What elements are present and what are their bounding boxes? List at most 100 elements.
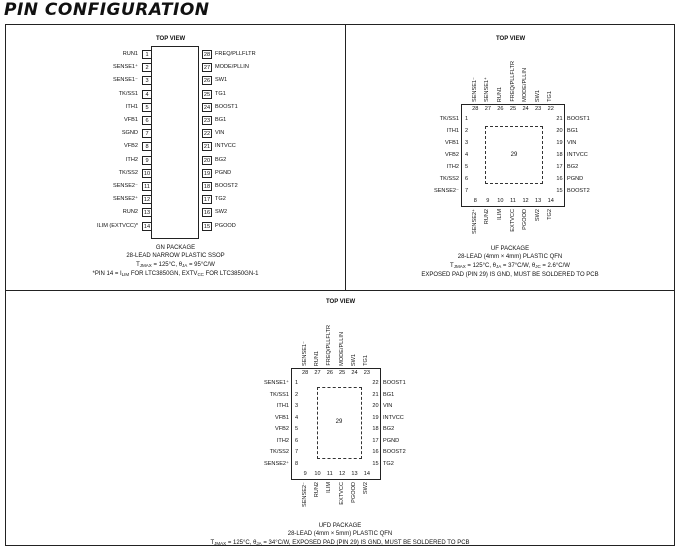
ufd-exposed-pad bbox=[317, 387, 362, 459]
ssop-pin-label: ITH1 bbox=[125, 103, 138, 110]
uf-caption-note: EXPOSED PAD (PIN 29) IS GND, MUST BE SOL… bbox=[421, 272, 599, 278]
uf-pin-number: 8 bbox=[473, 198, 477, 204]
ssop-pin-label: SW1 bbox=[215, 77, 228, 84]
ufd-pin-label: VIN bbox=[383, 403, 393, 410]
ssop-pin-label: ILIM (EXTVCC)* bbox=[96, 222, 138, 229]
ufd-pin-label: ITH1 bbox=[276, 403, 289, 410]
uf-pin-label: SENSE1⁻ bbox=[471, 76, 478, 102]
uf-pin-label: PGND bbox=[567, 175, 584, 182]
ufd-pin-label: RUN2 bbox=[314, 482, 320, 498]
uf-pin-label: TK/SS1 bbox=[439, 116, 459, 123]
ufd-pin-label: SENSE2⁻ bbox=[301, 482, 308, 508]
uf-pin-label: INTVCC bbox=[567, 152, 588, 158]
uf-pin-number: 12 bbox=[522, 198, 529, 204]
ssop-pin-label: MODE/PLLIN bbox=[215, 64, 249, 71]
ssop-pin-label: RUN1 bbox=[122, 51, 138, 57]
ssop-pin-label: TK/SS2 bbox=[118, 169, 138, 176]
ssop-pin-label: PGND bbox=[215, 169, 232, 176]
uf-pin-number: 3 bbox=[464, 140, 469, 147]
uf-exposed-pad bbox=[485, 126, 543, 184]
ufd-pin-label: BG1 bbox=[383, 391, 395, 398]
uf-pin-number: 1 bbox=[464, 116, 469, 123]
ufd-pin-number: 20 bbox=[372, 403, 379, 410]
ufd-pin-number: 28 bbox=[302, 370, 309, 376]
ssop-pin-number: 19 bbox=[202, 168, 212, 178]
uf-pin-number: 13 bbox=[535, 198, 542, 204]
ufd-pin-number: 24 bbox=[351, 370, 358, 376]
ufd-pin-label: SW1 bbox=[351, 353, 357, 366]
ufd-pin-number: 11 bbox=[326, 471, 333, 477]
uf-pin-number: 19 bbox=[556, 140, 563, 147]
uf-pin-label: SW1 bbox=[534, 89, 541, 102]
ufd-pin-number: 16 bbox=[372, 449, 379, 456]
ufd-pin-label: VFB1 bbox=[275, 414, 289, 421]
uf-pin-label: VFB2 bbox=[445, 152, 459, 158]
ufd-package-body bbox=[291, 368, 381, 480]
ssop-pin-label: BG1 bbox=[215, 117, 227, 123]
ufd-pin-label: TK/SS1 bbox=[269, 391, 289, 398]
uf-pin-label: BG1 bbox=[567, 128, 579, 135]
ssop-pin-label: TG1 bbox=[215, 90, 226, 97]
ufd-pin-label: SENSE1⁻ bbox=[301, 340, 308, 366]
ufd-pin-number: 3 bbox=[294, 403, 299, 410]
ssop-pin-number: 15 bbox=[202, 221, 212, 231]
uf-pin-number: 17 bbox=[556, 163, 563, 170]
uf-pin-number: 9 bbox=[486, 198, 490, 204]
uf-pin-number: 21 bbox=[556, 116, 563, 123]
ssop-pin-number: 21 bbox=[202, 142, 212, 152]
ufd-pin-number: 10 bbox=[314, 471, 321, 477]
ssop-package-body bbox=[151, 46, 199, 239]
ssop-pin-label: VIN bbox=[215, 130, 225, 137]
ufd-pin-number: 8 bbox=[294, 460, 299, 467]
ssop-pin-label: VFB1 bbox=[124, 117, 138, 123]
uf-pin-label: SENSE2⁻ bbox=[433, 187, 459, 194]
uf-pin-label: VFB1 bbox=[445, 140, 459, 147]
ufd-pin-label: SENSE2⁺ bbox=[263, 460, 289, 467]
uf-pin-number: 15 bbox=[556, 187, 563, 194]
uf-pin-label: ITH2 bbox=[446, 163, 459, 170]
uf-pin-label: RUN2 bbox=[484, 209, 491, 225]
uf-pin-label: BOOST2 bbox=[567, 187, 590, 194]
uf-pin-label: TG2 bbox=[547, 209, 554, 220]
ssop-pin-number: 26 bbox=[202, 76, 212, 86]
ufd-pin-label: SW2 bbox=[363, 482, 370, 495]
uf-pin-number: 4 bbox=[464, 152, 469, 158]
uf-pin-number: 27 bbox=[484, 106, 491, 112]
ufd-pin-number: 25 bbox=[339, 370, 346, 376]
ssop-pin-number: 14 bbox=[142, 221, 152, 231]
ssop-pin-number: 24 bbox=[202, 102, 212, 112]
ssop-pin-number: 16 bbox=[202, 208, 212, 218]
ssop-pin-label: SENSE1⁻ bbox=[112, 77, 138, 84]
ufd-caption-thermal: TJMAX = 125°C, θJA = 34°C/W, EXPOSED PAD… bbox=[210, 540, 470, 546]
uf-pin-number: 2 bbox=[464, 128, 469, 135]
ssop-pin-number: 2 bbox=[142, 63, 152, 73]
uf-pin-number: 20 bbox=[556, 128, 563, 135]
uf-pin-number: 5 bbox=[464, 163, 469, 170]
ssop-pin-number: 23 bbox=[202, 116, 212, 125]
ufd-pad-number: 29 bbox=[335, 419, 343, 425]
ufd-pin-label: ILIM bbox=[326, 482, 333, 493]
ssop-pin-number: 4 bbox=[142, 89, 152, 99]
uf-pin-label: TG1 bbox=[547, 91, 554, 102]
ufd-pin-number: 7 bbox=[294, 449, 299, 456]
ufd-pin-number: 23 bbox=[363, 370, 370, 376]
ssop-pin-label: SENSE2⁻ bbox=[112, 183, 138, 189]
divider-vertical bbox=[345, 25, 346, 291]
ufd-pin-label: EXTVCC bbox=[338, 482, 345, 505]
ufd-pin-label: VFB2 bbox=[275, 426, 289, 433]
ufd-pin-label: BOOST1 bbox=[383, 380, 406, 387]
uf-pin-number: 14 bbox=[547, 198, 554, 204]
ufd-pin-number: 6 bbox=[294, 437, 299, 444]
ssop-pin-label: BG2 bbox=[215, 156, 227, 163]
ssop-pin-label: SGND bbox=[121, 130, 138, 137]
uf-pin-number: 22 bbox=[547, 106, 554, 112]
ufd-pin-number: 15 bbox=[372, 460, 379, 467]
ssop-caption-package: GN PACKAGE bbox=[155, 245, 196, 251]
ufd-pin-label: BG2 bbox=[383, 426, 395, 433]
ssop-pin-label: RUN2 bbox=[122, 209, 138, 216]
ssop-pin-label: SW2 bbox=[215, 209, 228, 216]
ssop-pin-label: VFB2 bbox=[124, 143, 138, 150]
uf-pin-label: ILIM bbox=[496, 209, 503, 220]
